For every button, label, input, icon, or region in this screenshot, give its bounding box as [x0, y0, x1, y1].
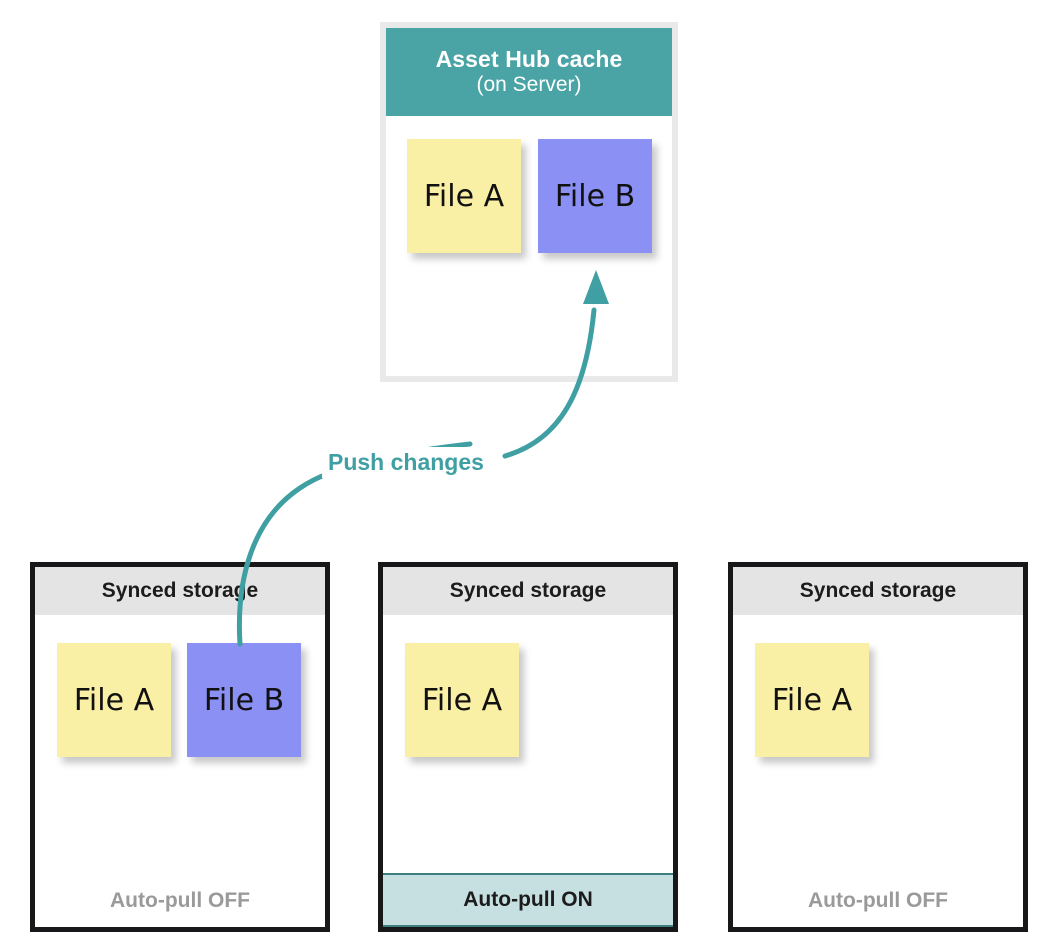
- client1-note-file-b: File B: [187, 643, 301, 757]
- note-label: File A: [771, 683, 853, 718]
- synced-storage-box-3: Synced storage File A Auto-pull OFF: [728, 562, 1028, 932]
- synced-storage-header-1: Synced storage: [35, 567, 325, 615]
- note-label: File A: [423, 179, 505, 214]
- server-note-file-a: File A: [407, 139, 521, 253]
- synced-storage-header-2: Synced storage: [383, 567, 673, 615]
- synced-storage-body-3: File A: [733, 615, 1023, 868]
- synced-storage-body-2: File A: [383, 615, 673, 868]
- asset-hub-cache-subtitle: (on Server): [476, 73, 582, 97]
- push-changes-label: Push changes: [322, 447, 490, 478]
- note-label: File A: [73, 683, 155, 718]
- note-label: File B: [203, 683, 285, 718]
- asset-hub-cache-panel: Asset Hub cache (on Server) File A File …: [380, 22, 678, 382]
- note-label: File A: [421, 683, 503, 718]
- autopull-status-2: Auto-pull ON: [383, 873, 673, 927]
- client3-note-file-a: File A: [755, 643, 869, 757]
- synced-storage-body-1: File A File B: [35, 615, 325, 868]
- synced-storage-box-2: Synced storage File A Auto-pull ON: [378, 562, 678, 932]
- asset-hub-cache-header: Asset Hub cache (on Server): [386, 28, 672, 116]
- synced-storage-header-3: Synced storage: [733, 567, 1023, 615]
- asset-hub-cache-body: File A File B: [386, 116, 672, 376]
- synced-storage-box-1: Synced storage File A File B Auto-pull O…: [30, 562, 330, 932]
- note-label: File B: [554, 179, 636, 214]
- client2-note-file-a: File A: [405, 643, 519, 757]
- client1-note-file-a: File A: [57, 643, 171, 757]
- server-note-file-b: File B: [538, 139, 652, 253]
- autopull-status-1: Auto-pull OFF: [110, 889, 250, 912]
- autopull-status-3: Auto-pull OFF: [808, 889, 948, 912]
- asset-hub-cache-title: Asset Hub cache: [435, 46, 623, 73]
